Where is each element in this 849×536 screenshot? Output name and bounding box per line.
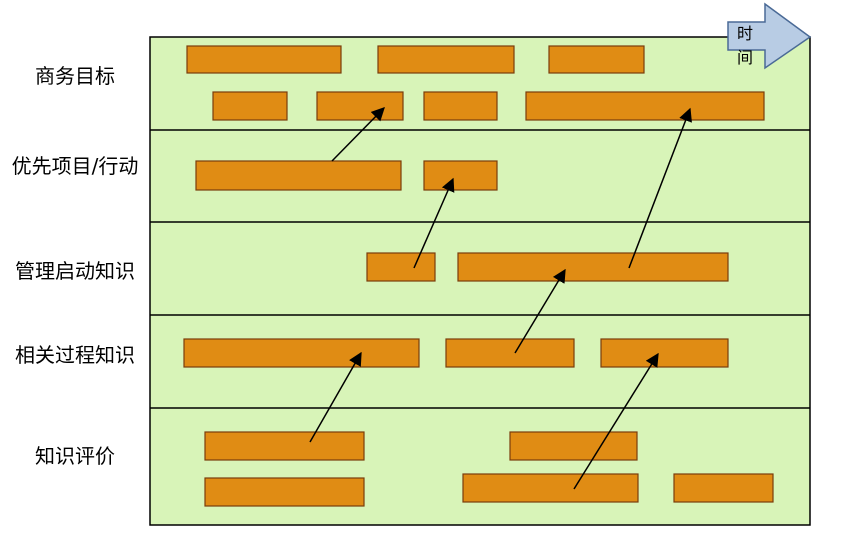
dependency-arrow (628, 107, 692, 269)
activity-bar (183, 338, 420, 368)
activity-bar (423, 91, 498, 121)
dependency-arrow (309, 351, 362, 443)
activity-bar (600, 338, 729, 368)
activity-bar (377, 45, 515, 74)
activity-bar (212, 91, 288, 121)
activity-bar (204, 431, 365, 461)
activity-bar (673, 473, 774, 503)
activity-bar (548, 45, 645, 74)
dependency-arrow (514, 268, 566, 354)
activity-bar (316, 91, 404, 121)
activity-bar (423, 160, 498, 191)
dependency-arrow (331, 107, 385, 162)
activity-bar (195, 160, 402, 191)
activity-bar (366, 252, 436, 282)
activity-bar (204, 477, 365, 507)
row-1-bars (186, 45, 765, 121)
time-label: 时 间 (736, 24, 759, 67)
row-label-process-knowledge: 相关过程知识 (15, 343, 135, 367)
activity-bar (509, 431, 638, 461)
row-label-management-knowledge: 管理启动知识 (15, 259, 135, 283)
dependency-arrow (573, 352, 659, 490)
activity-bar (186, 45, 342, 74)
time-arrow (727, 2, 812, 70)
row-2-bars (195, 160, 498, 191)
activity-bar (462, 473, 639, 503)
dependency-arrow (413, 177, 455, 269)
row-label-priority-projects: 优先项目/行动 (11, 154, 139, 178)
dependency-arrows (309, 107, 692, 490)
row-label-knowledge-evaluation: 知识评价 (35, 444, 115, 468)
row-label-business-goals: 商务目标 (35, 64, 115, 88)
activity-bar (525, 91, 765, 121)
row-4-bars (183, 338, 729, 368)
row-3-bars (366, 252, 729, 282)
activity-bar (457, 252, 729, 282)
activity-bar (445, 338, 575, 368)
row-5-bars (204, 431, 774, 507)
